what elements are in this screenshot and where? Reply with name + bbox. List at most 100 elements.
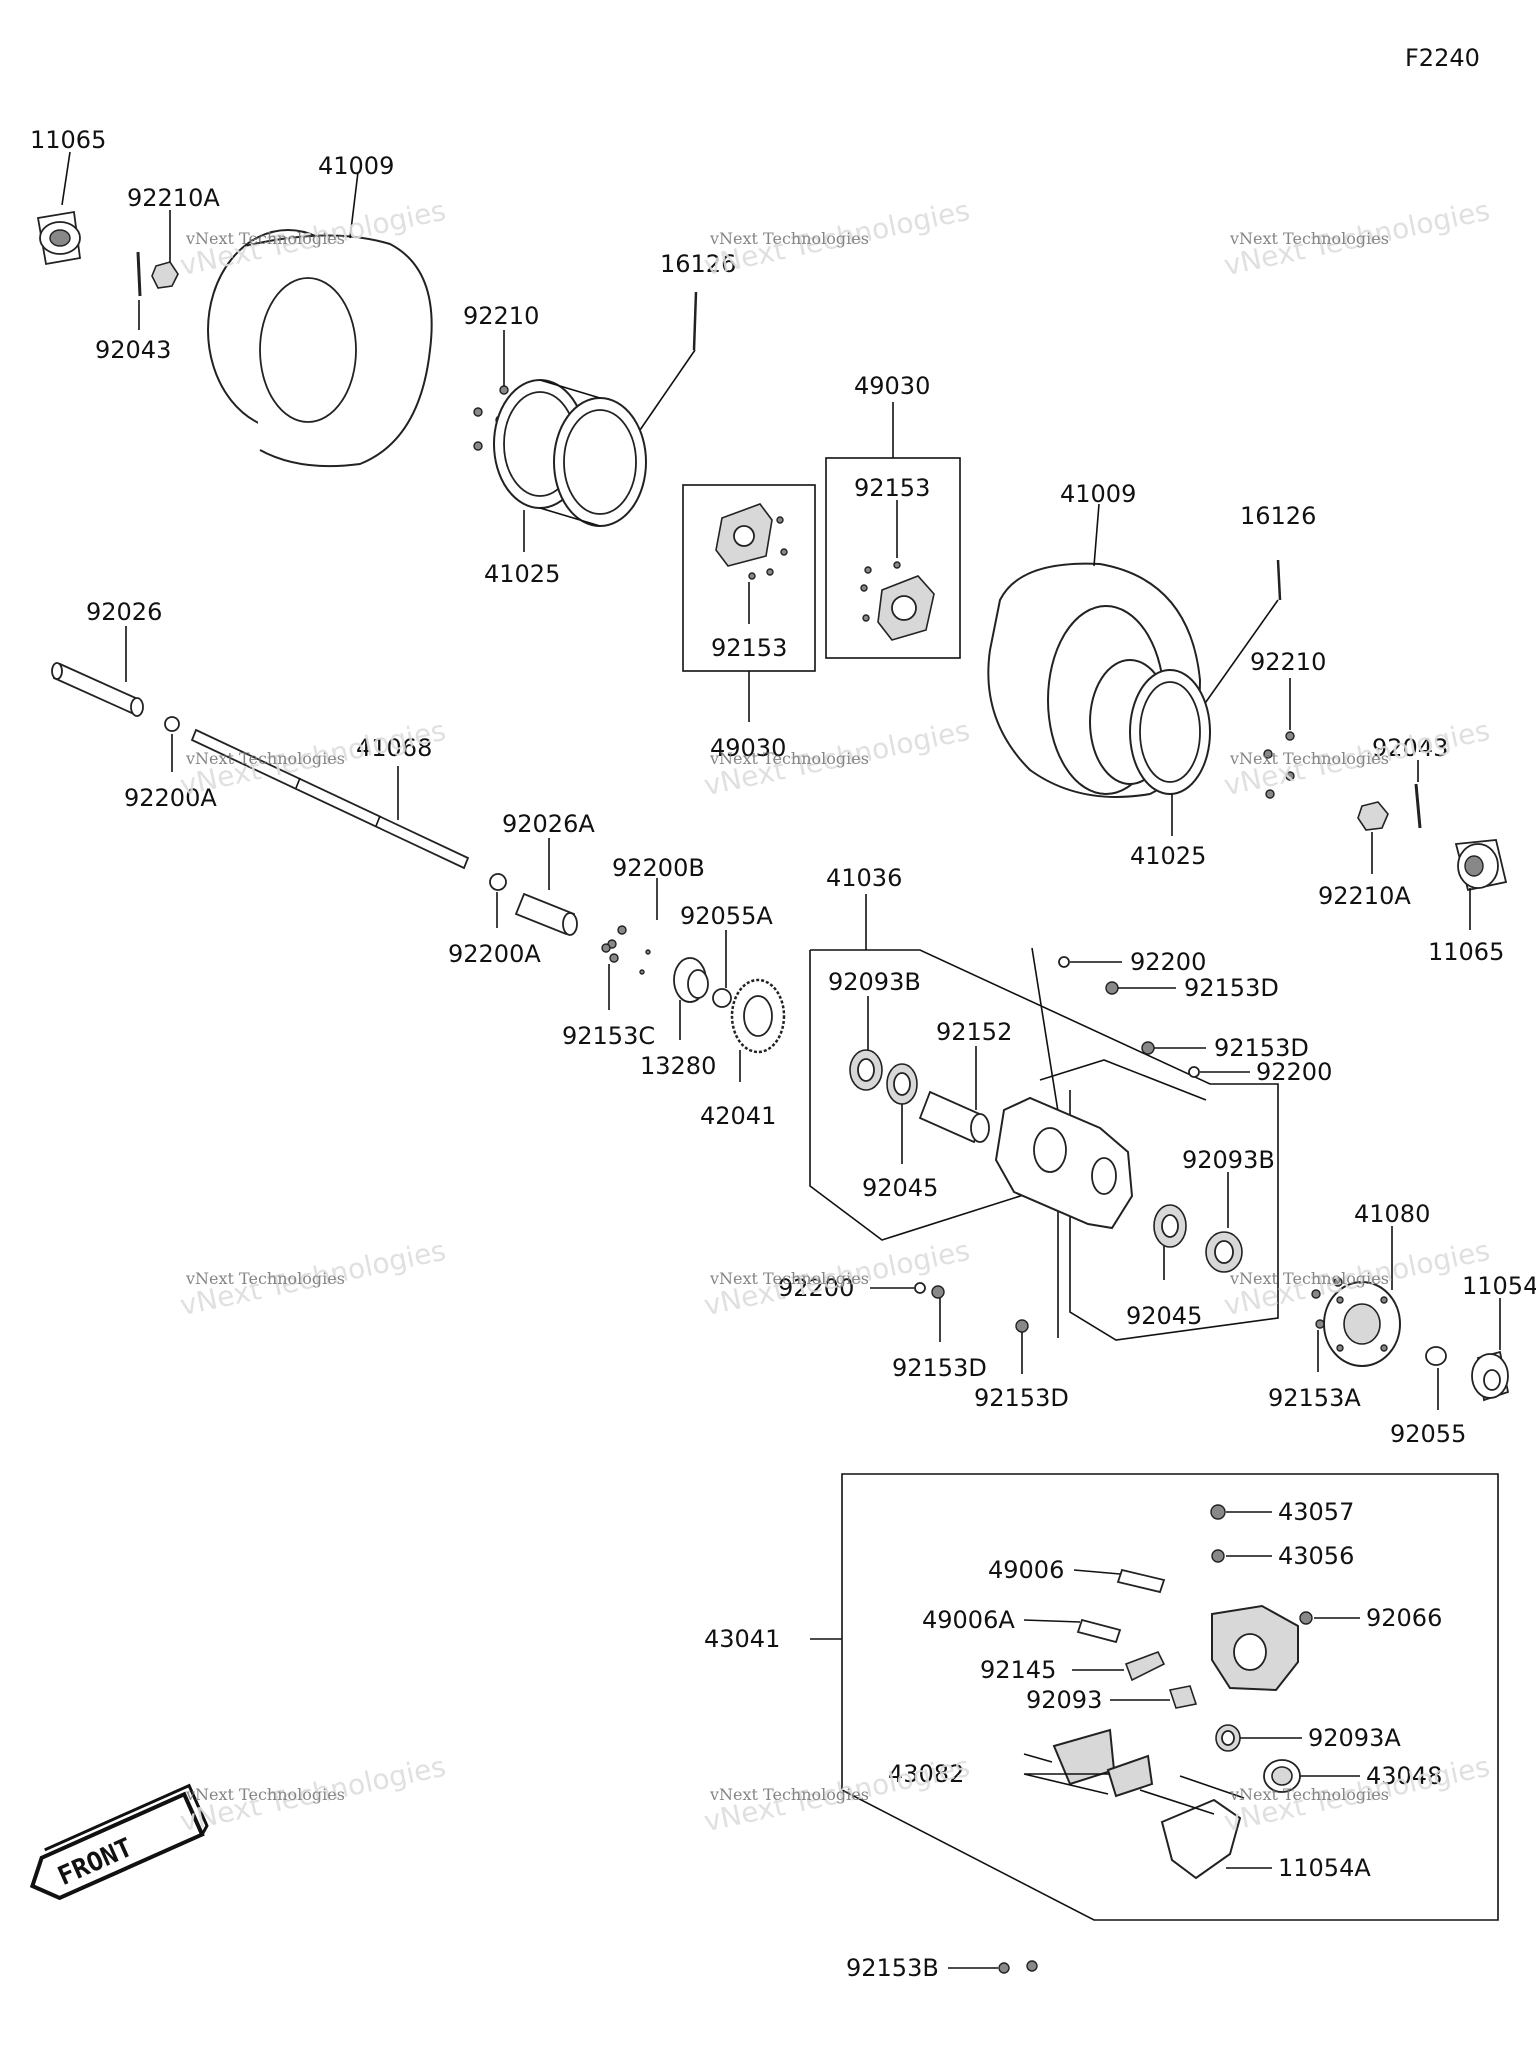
label-92200A-right: 92200A xyxy=(448,940,541,968)
svg-text:vNext Technologies: vNext Technologies xyxy=(185,749,345,768)
label-92153B: 92153B xyxy=(846,1954,939,1982)
label-92026A: 92026A xyxy=(502,810,595,838)
label-41068: 41068 xyxy=(356,734,432,762)
washer-92200A-left xyxy=(164,716,180,732)
wheel-cap-11065-left xyxy=(36,210,82,266)
washer-92200-1 xyxy=(1058,956,1070,968)
bearing-92045-left xyxy=(886,1063,918,1105)
label-43082: 43082 xyxy=(888,1760,964,1788)
label-43048: 43048 xyxy=(1366,1762,1442,1790)
sprocket-hub-13280 xyxy=(673,957,709,1003)
brake-disc-41080 xyxy=(1323,1281,1401,1367)
caliper-group-outline xyxy=(841,1473,1499,1921)
spring-92145 xyxy=(1124,1650,1166,1682)
svg-text:vNext Technologies: vNext Technologies xyxy=(1229,1785,1389,1804)
axle-housing-41036 xyxy=(994,1096,1134,1230)
label-92200B: 92200B xyxy=(612,854,705,882)
label-92210A-right: 92210A xyxy=(1318,882,1411,910)
svg-text:vNext Technologies: vNext Technologies xyxy=(185,1785,345,1804)
label-92210-left: 92210 xyxy=(463,302,539,330)
svg-text:vNext Technologies: vNext Technologies xyxy=(185,229,345,248)
label-41080: 41080 xyxy=(1354,1200,1430,1228)
label-43057: 43057 xyxy=(1278,1498,1354,1526)
label-92145: 92145 xyxy=(980,1656,1056,1684)
pin-49006A xyxy=(1076,1618,1122,1644)
label-92200-1: 92200 xyxy=(1130,948,1206,976)
label-49006A: 49006A xyxy=(922,1606,1015,1634)
caliper-body xyxy=(1211,1604,1299,1692)
label-92200A-left: 92200A xyxy=(124,784,217,812)
svg-text:vNext Technologies: vNext Technologies xyxy=(709,229,869,248)
hub-kit-49030-left-box xyxy=(682,484,816,672)
label-92153A: 92153A xyxy=(1268,1384,1361,1412)
label-92093: 92093 xyxy=(1026,1686,1102,1714)
label-92153C: 92153C xyxy=(562,1022,655,1050)
label-92093A: 92093A xyxy=(1308,1724,1401,1752)
label-92153-top-kit: 92153 xyxy=(854,474,930,502)
svg-text:vNext Technologies: vNext Technologies xyxy=(709,749,869,768)
label-42041: 42041 xyxy=(700,1102,776,1130)
diagram-code: F2240 xyxy=(1405,44,1480,72)
label-16126-left: 16126 xyxy=(660,250,736,278)
wheel-cap-11065-right xyxy=(1454,839,1508,892)
bolt-92153D-3 xyxy=(931,1285,945,1299)
svg-text:vNext Technologies: vNext Technologies xyxy=(185,1269,345,1288)
nut-92210A-left xyxy=(151,261,179,289)
washer-92200A-right xyxy=(489,873,507,891)
rim-41025-left xyxy=(493,379,647,527)
clip-92093 xyxy=(1168,1685,1198,1709)
label-92153-left-kit: 92153 xyxy=(711,634,787,662)
bleeder-valve-43056 xyxy=(1211,1549,1225,1563)
spacer-92152 xyxy=(918,1090,990,1144)
label-92045-left: 92045 xyxy=(862,1174,938,1202)
bolt-92153D-2 xyxy=(1141,1041,1155,1055)
bolt-92153D-4 xyxy=(1015,1319,1029,1333)
rear-axle-41068 xyxy=(190,728,470,870)
label-41025-right: 41025 xyxy=(1130,842,1206,870)
svg-text:vNext Technologies: vNext Technologies xyxy=(1229,229,1389,248)
label-11065-right: 11065 xyxy=(1428,938,1504,966)
label-41025-left: 41025 xyxy=(484,560,560,588)
seal-92093A xyxy=(1215,1724,1241,1752)
sprocket-42041 xyxy=(730,978,786,1054)
label-92045-right: 92045 xyxy=(1126,1302,1202,1330)
circlip-92055 xyxy=(1425,1346,1447,1366)
label-92152: 92152 xyxy=(936,1018,1012,1046)
label-92200-3: 92200 xyxy=(778,1274,854,1302)
pin-92043-right xyxy=(1414,783,1422,829)
collar-92026A xyxy=(514,892,578,936)
label-92093B-left: 92093B xyxy=(828,968,921,996)
brake-pads-43082 xyxy=(1052,1728,1154,1798)
bolts-92153B xyxy=(998,1960,1038,1974)
bleeder-cap-43057 xyxy=(1210,1504,1226,1520)
nut-92210A-right xyxy=(1357,801,1389,831)
valve-16126-right xyxy=(1276,559,1282,601)
label-16126-right: 16126 xyxy=(1240,502,1316,530)
label-92210-right: 92210 xyxy=(1250,648,1326,676)
bracket-11054A xyxy=(1139,1775,1245,1880)
label-92200-2: 92200 xyxy=(1256,1058,1332,1086)
lug-nuts-92210-right xyxy=(1263,731,1295,799)
seal-92093B-right xyxy=(1205,1231,1243,1273)
housing-group-outline xyxy=(809,947,1279,1341)
label-13280: 13280 xyxy=(640,1052,716,1080)
label-92055A: 92055A xyxy=(680,902,773,930)
label-49006: 49006 xyxy=(988,1556,1064,1584)
label-41036: 41036 xyxy=(826,864,902,892)
seal-92093B-left xyxy=(849,1049,883,1091)
svg-text:vNext Technologies: vNext Technologies xyxy=(709,1785,869,1804)
hub-11054 xyxy=(1471,1350,1510,1402)
label-92043-right: 92043 xyxy=(1372,734,1448,762)
label-41009-right: 41009 xyxy=(1060,480,1136,508)
pin-49006 xyxy=(1116,1568,1166,1594)
bolts-92153C xyxy=(601,925,651,975)
label-43056: 43056 xyxy=(1278,1542,1354,1570)
